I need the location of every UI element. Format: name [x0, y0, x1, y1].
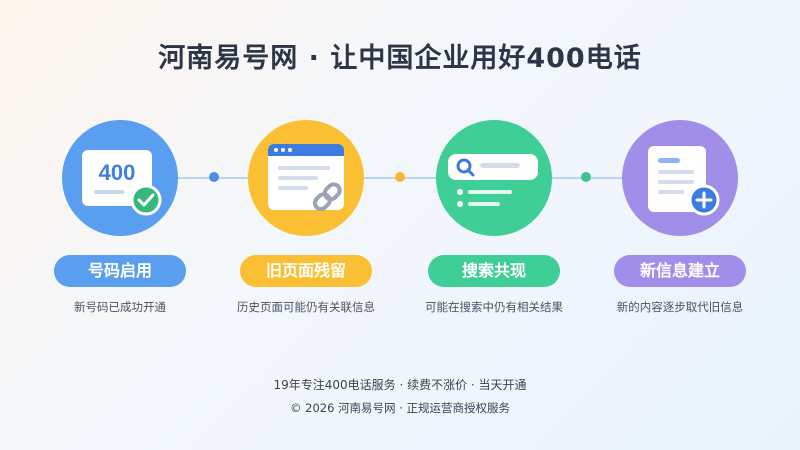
step-label-number-activation: 号码启用 [54, 255, 186, 287]
step-number-activation: 400 [62, 120, 178, 236]
step-label-old-page-residue: 旧页面残留 [240, 255, 372, 287]
footer-tagline: 19年专注400电话服务 · 续费不涨价 · 当天开通 [273, 378, 527, 392]
step-description: 新的内容逐步取代旧信息 [616, 300, 744, 314]
page-title: 河南易号网 · 让中国企业用好400电话 [158, 43, 642, 74]
badge-400-text: 400 [99, 160, 136, 185]
connector-dot [581, 172, 591, 182]
footer-copyright: © 2026 河南易号网 · 正规运营商授权服务 [289, 401, 511, 415]
step-search-co-occurrence [436, 120, 552, 236]
old-webpage-link-icon [268, 144, 344, 212]
connector-dot [395, 172, 405, 182]
step-label-search-co-occurrence: 搜索共现 [428, 255, 560, 287]
step-description: 新号码已成功开通 [74, 300, 166, 314]
step-description: 可能在搜索中仍有相关结果 [425, 300, 563, 314]
search-results-icon [448, 154, 538, 207]
new-document-add-icon [648, 146, 720, 216]
step-new-info-established [622, 120, 738, 236]
step-old-page-residue [248, 120, 364, 236]
step-label-new-info-established: 新信息建立 [614, 255, 746, 287]
connector-dot [209, 172, 219, 182]
step-description: 历史页面可能仍有关联信息 [237, 300, 375, 314]
phone-number-card-icon: 400 [82, 150, 162, 216]
